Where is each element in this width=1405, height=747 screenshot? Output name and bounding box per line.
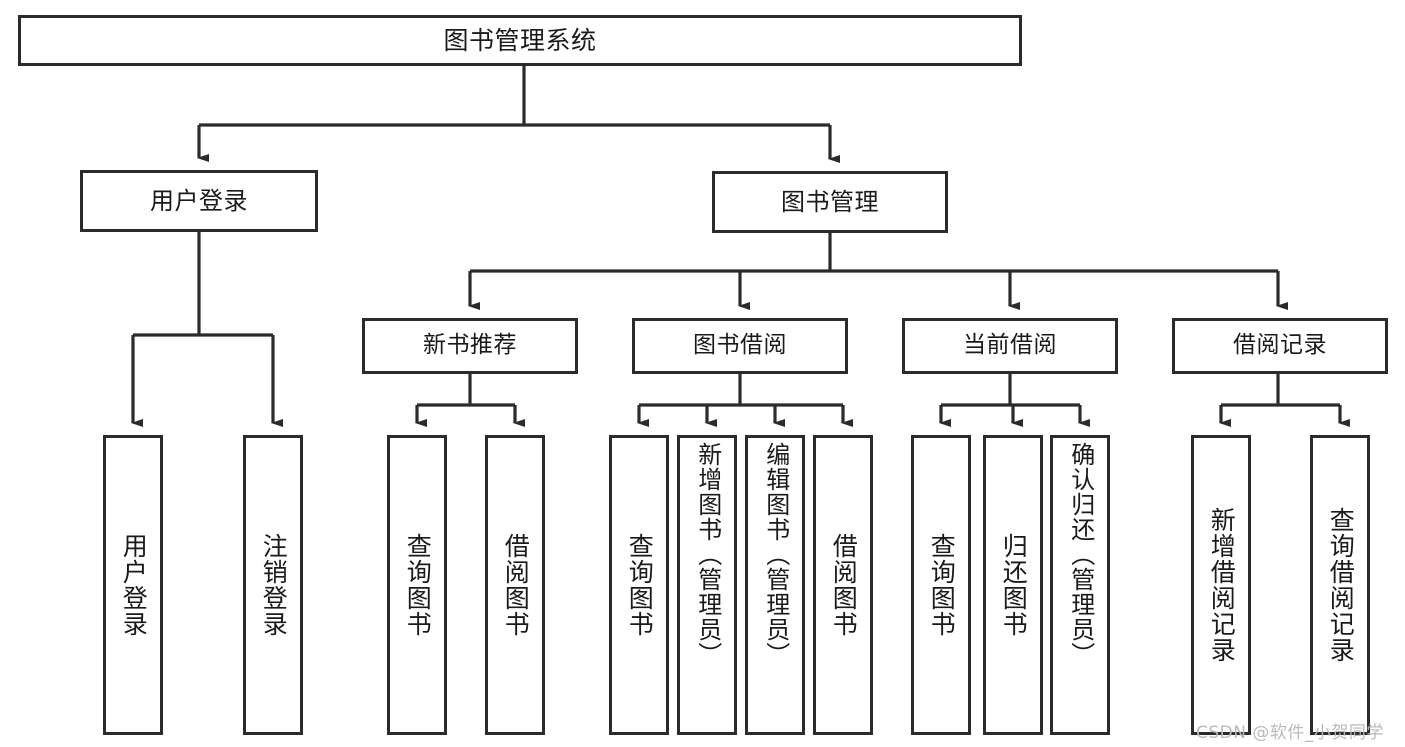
book-borrow-to-leaves-connectors bbox=[637, 374, 853, 427]
node-leaf-query-book-2[interactable]: 查询图书 bbox=[609, 435, 669, 735]
node-leaf-query-book-3[interactable]: 查询图书 bbox=[911, 435, 971, 735]
node-leaf-add-book-label: 新增图书（管理员） bbox=[693, 442, 722, 667]
node-leaf-add-borrow-record[interactable]: 新增借阅记录 bbox=[1191, 435, 1251, 735]
node-current-borrow-label: 当前借阅 bbox=[963, 332, 1057, 359]
node-leaf-query-book-3-label: 查询图书 bbox=[927, 533, 957, 637]
node-leaf-return-book-label: 归还图书 bbox=[999, 533, 1029, 637]
book-management-to-level2-connectors bbox=[468, 233, 1288, 310]
new-book-recommend-to-leaves-connectors bbox=[415, 374, 525, 427]
node-leaf-return-book[interactable]: 归还图书 bbox=[983, 435, 1043, 735]
node-leaf-logout[interactable]: 注销登录 bbox=[243, 435, 303, 735]
node-leaf-logout-label: 注销登录 bbox=[259, 533, 289, 637]
node-book-borrow-label: 图书借阅 bbox=[693, 332, 787, 359]
node-leaf-confirm-return-label: 确认归还（管理员） bbox=[1066, 442, 1095, 667]
node-leaf-borrow-book-2[interactable]: 借阅图书 bbox=[813, 435, 873, 735]
node-current-borrow[interactable]: 当前借阅 bbox=[902, 318, 1118, 374]
csdn-watermark: CSDN @软件_小贺同学 bbox=[1196, 723, 1384, 743]
node-book-management-label: 图书管理 bbox=[781, 187, 879, 216]
node-leaf-query-book-1-label: 查询图书 bbox=[403, 533, 433, 637]
node-new-book-recommend[interactable]: 新书推荐 bbox=[362, 318, 578, 374]
node-leaf-edit-book[interactable]: 编辑图书（管理员） bbox=[745, 435, 805, 735]
node-leaf-edit-book-label: 编辑图书（管理员） bbox=[761, 442, 790, 667]
node-leaf-query-book-2-label: 查询图书 bbox=[625, 533, 655, 637]
root-to-level1-connectors bbox=[197, 66, 840, 163]
node-leaf-user-login-label: 用户登录 bbox=[119, 533, 149, 637]
node-book-management[interactable]: 图书管理 bbox=[712, 171, 948, 233]
node-leaf-query-book-1[interactable]: 查询图书 bbox=[387, 435, 447, 735]
node-leaf-query-borrow-record[interactable]: 查询借阅记录 bbox=[1310, 435, 1370, 735]
node-leaf-query-borrow-record-label: 查询借阅记录 bbox=[1326, 507, 1356, 663]
node-borrow-record-label: 借阅记录 bbox=[1233, 332, 1327, 359]
node-user-login[interactable]: 用户登录 bbox=[80, 170, 318, 232]
current-borrow-to-leaves-connectors bbox=[939, 374, 1090, 427]
node-book-borrow[interactable]: 图书借阅 bbox=[632, 318, 848, 374]
node-borrow-record[interactable]: 借阅记录 bbox=[1172, 318, 1388, 374]
node-leaf-user-login[interactable]: 用户登录 bbox=[103, 435, 163, 735]
node-root-system[interactable]: 图书管理系统 bbox=[18, 15, 1022, 66]
node-leaf-add-book[interactable]: 新增图书（管理员） bbox=[677, 435, 737, 735]
node-leaf-borrow-book-1[interactable]: 借阅图书 bbox=[485, 435, 545, 735]
user-login-to-leaves-connectors bbox=[131, 232, 283, 427]
node-leaf-add-borrow-record-label: 新增借阅记录 bbox=[1207, 507, 1237, 663]
borrow-record-to-leaves-connectors bbox=[1219, 374, 1350, 427]
node-leaf-borrow-book-1-label: 借阅图书 bbox=[501, 533, 531, 637]
node-leaf-confirm-return[interactable]: 确认归还（管理员） bbox=[1050, 435, 1110, 735]
node-root-label: 图书管理系统 bbox=[443, 25, 597, 55]
node-leaf-borrow-book-2-label: 借阅图书 bbox=[829, 533, 859, 637]
node-user-login-label: 用户登录 bbox=[150, 186, 248, 215]
node-new-book-recommend-label: 新书推荐 bbox=[423, 332, 517, 359]
